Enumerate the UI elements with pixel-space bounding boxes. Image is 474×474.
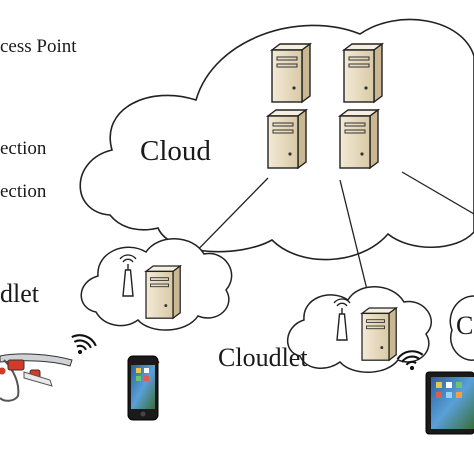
- server-icon: [271, 43, 311, 103]
- cloud-label: Cloud: [140, 135, 211, 167]
- legend-connection-label-1: ection: [0, 138, 47, 159]
- smartphone-icon: [127, 355, 159, 421]
- tablet-icon: [425, 371, 474, 435]
- server-icon: [343, 43, 383, 103]
- connection-line: [401, 171, 474, 215]
- server-icon: [267, 109, 307, 169]
- smart-glasses-icon: [0, 353, 73, 402]
- legend-access-point-label: cess Point: [0, 36, 77, 57]
- server-icon: [145, 265, 181, 319]
- cloudlet-center-shape: [286, 286, 432, 373]
- cloudlet-center-label: Cloudlet: [218, 343, 308, 372]
- wifi-signal-icon: [66, 330, 99, 360]
- server-icon: [339, 109, 379, 169]
- legend-connection-label-2: ection: [0, 181, 47, 202]
- cloudlet-right-label: C: [456, 311, 473, 340]
- cloudlet-right-shape: [449, 295, 474, 361]
- cloudlet-left-label: dlet: [0, 279, 40, 308]
- server-icon: [361, 307, 397, 361]
